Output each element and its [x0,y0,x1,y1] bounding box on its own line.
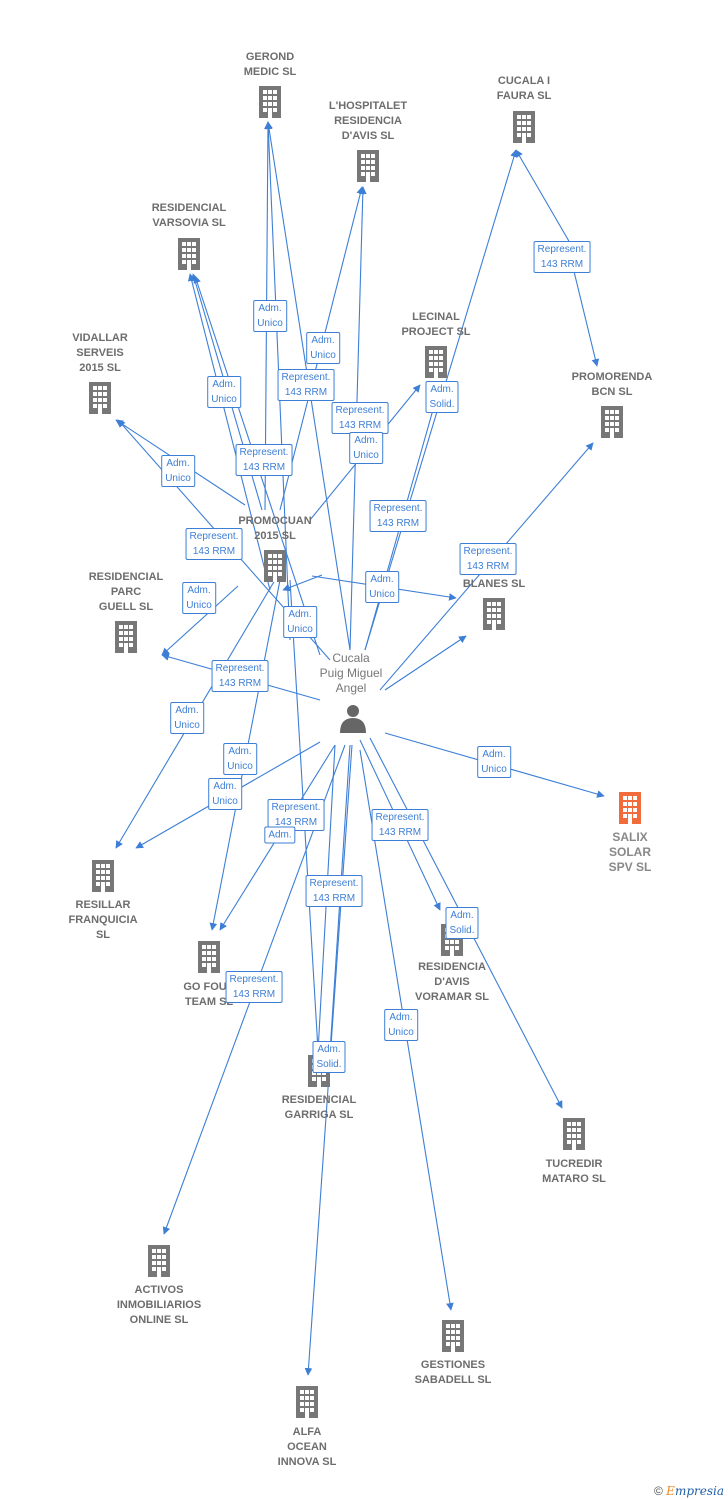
edge-role-label: Adm. Unico [208,778,242,810]
edge-line [384,635,467,691]
edge-role-label: Represent. 143 RRM [533,241,591,273]
building-icon[interactable] [264,550,286,582]
edge-role-label: Adm. [264,826,296,844]
building-icon[interactable] [178,238,200,270]
company-node-label[interactable]: GESTIONES SABADELL SL [414,1359,492,1386]
person-head [347,705,359,717]
person-label[interactable]: Cucala Puig Miguel Angel [319,651,383,695]
edge-role-label: Adm. Solid. [425,381,459,413]
footer-brand: © Empresia [654,1484,724,1498]
person-icon [340,705,366,733]
company-node-label[interactable]: L'HOSPITALET RESIDENCIA D'AVIS SL [328,100,408,142]
copyright-icon: © [653,1484,663,1498]
edge-role-label: Adm. Unico [223,743,257,775]
edge-role-label: Adm. Unico [384,1009,418,1041]
company-node-label[interactable]: SALIX SOLAR SPV SL [608,830,652,874]
company-node-label[interactable]: RESIDENCIAL VARSOVIA SL [151,202,227,229]
edge-role-label: Represent. 143 RRM [185,528,243,560]
building-icon[interactable] [115,621,137,653]
edge-role-label: Adm. Unico [477,746,511,778]
building-icon[interactable] [442,1320,464,1352]
edge-role-label: Represent. 143 RRM [305,875,363,907]
company-node-label[interactable]: RESIDENCIA D'AVIS VORAMAR SL [415,961,489,1003]
building-icon[interactable] [259,86,281,118]
building-icon[interactable] [513,111,535,143]
building-icon[interactable] [148,1245,170,1277]
company-node-label[interactable]: PROMOCUAN 2015 SL [238,515,312,542]
brand-logo: Empresia [666,1484,724,1498]
company-node-label[interactable]: RESIDENCIAL PARC GUELL SL [88,571,164,613]
edge-role-label: Adm. Unico [161,455,195,487]
edge-role-label: Represent. 143 RRM [267,799,325,831]
edge-role-label: Adm. Unico [283,606,317,638]
building-icon[interactable] [601,406,623,438]
edge-role-label: Represent. 143 RRM [331,402,389,434]
edge-role-label: Adm. Unico [207,376,241,408]
building-icon[interactable] [619,792,641,824]
edge-role-label: Adm. Unico [253,300,287,332]
edge-role-label: Represent. 143 RRM [371,809,429,841]
edge-role-label: Represent. 143 RRM [235,444,293,476]
edge-role-label: Represent. 143 RRM [277,369,335,401]
building-icon[interactable] [89,382,111,414]
company-node-label[interactable]: LECINAL PROJECT SL [401,311,471,338]
edge-role-label: Represent. 143 RRM [459,543,517,575]
company-node-label[interactable]: ALFA OCEAN INNOVA SL [277,1426,337,1468]
edge-role-label: Adm. Unico [306,332,340,364]
building-icon[interactable] [357,150,379,182]
company-node-label[interactable]: CUCALA I FAURA SL [496,75,552,102]
edge-line [187,273,271,591]
building-icon[interactable] [296,1386,318,1418]
edge-role-label: Represent. 143 RRM [225,971,283,1003]
person-body [340,718,366,733]
edge-role-label: Adm. Solid. [312,1041,346,1073]
edge-role-label: Adm. Unico [170,702,204,734]
company-node-label[interactable]: PROMORENDA BCN SL [571,371,653,398]
building-icon[interactable] [563,1118,585,1150]
company-node-label[interactable]: VIDALLAR SERVEIS 2015 SL [72,332,128,374]
edge-line [569,254,600,367]
edge-line [515,149,578,256]
company-node-label[interactable]: RESIDENCIAL GARRIGA SL [281,1094,357,1121]
edge-role-label: Represent. 143 RRM [211,660,269,692]
building-icon[interactable] [92,860,114,892]
company-node-label[interactable]: GEROND MEDIC SL [243,51,297,78]
company-node-label[interactable]: RESILLAR FRANQUICIA SL [68,899,138,941]
edge-role-label: Adm. Solid. [445,907,479,939]
edge-line [282,574,323,592]
building-icon[interactable] [198,941,220,973]
building-icon[interactable] [425,346,447,378]
edge-line [161,585,239,656]
edge-role-label: Adm. Unico [365,571,399,603]
company-node-label[interactable]: TUCREDIR MATARO SL [542,1158,606,1185]
edge-role-label: Adm. Unico [182,582,216,614]
edge-role-label: Represent. 143 RRM [369,500,427,532]
edge-role-label: Adm. Unico [349,432,383,464]
building-icon[interactable] [483,598,505,630]
company-node-label[interactable]: ACTIVOS INMOBILIARIOS ONLINE SL [116,1284,202,1326]
